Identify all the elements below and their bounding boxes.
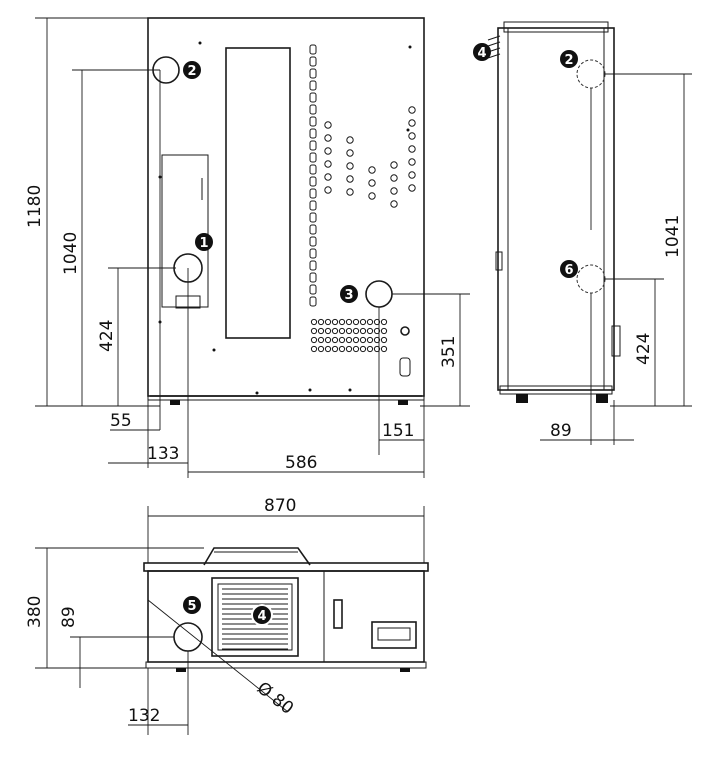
dim-89-side: 89 [550, 421, 572, 441]
top-control-panel [371, 621, 417, 649]
front-vent-slots [309, 44, 317, 307]
svg-text:1: 1 [199, 236, 208, 251]
callout-4-side: 4 [473, 43, 491, 61]
callout-6: 6 [560, 260, 578, 278]
top-handle [203, 547, 311, 566]
svg-text:5: 5 [187, 599, 196, 614]
dim-1041: 1041 [663, 215, 683, 258]
top-dimensions: 870 380 89 132 Ø 80 [25, 496, 425, 735]
callout-2-front: 2 [183, 61, 201, 79]
dim-870: 870 [264, 496, 296, 516]
side-outlet-top [576, 59, 606, 89]
top-view-lid [143, 562, 429, 572]
callout-2-side: 2 [560, 50, 578, 68]
svg-text:4: 4 [477, 46, 486, 61]
dim-351: 351 [439, 336, 459, 368]
callout-5: 5 [183, 596, 201, 614]
dim-1040: 1040 [61, 232, 81, 275]
dim-1180: 1180 [25, 185, 45, 228]
front-inner-panel [161, 154, 209, 308]
front-window [225, 47, 291, 339]
front-hole-grid [324, 106, 416, 208]
callout-4-top: 4 [251, 604, 273, 626]
side-dimensions: 1041 424 89 [540, 73, 692, 445]
dim-424-side: 424 [634, 333, 654, 365]
dim-132: 132 [128, 706, 160, 726]
top-air-inlet [173, 622, 203, 652]
side-outlet-bottom [576, 264, 606, 294]
svg-text:3: 3 [344, 288, 353, 303]
svg-text:2: 2 [187, 64, 196, 79]
front-hole-3 [365, 280, 393, 308]
top-fan-grill [211, 577, 299, 657]
side-view [487, 21, 621, 403]
dim-diameter-80: Ø 80 [253, 678, 297, 719]
top-view [143, 547, 429, 672]
callout-1: 1 [195, 233, 213, 251]
front-grid-bottom [310, 318, 388, 353]
side-view-body [497, 27, 615, 391]
dim-55: 55 [110, 411, 132, 431]
svg-text:6: 6 [564, 263, 573, 278]
dim-586: 586 [285, 453, 317, 473]
dim-380: 380 [25, 596, 45, 628]
dim-151: 151 [382, 421, 414, 441]
svg-text:4: 4 [257, 609, 266, 624]
callout-3: 3 [340, 285, 358, 303]
dim-133: 133 [147, 444, 179, 464]
dim-89-top: 89 [59, 606, 79, 628]
front-dimensions: 1180 1040 424 55 133 586 351 151 [25, 17, 470, 478]
dim-424-front: 424 [97, 320, 117, 352]
svg-text:2: 2 [564, 53, 573, 68]
